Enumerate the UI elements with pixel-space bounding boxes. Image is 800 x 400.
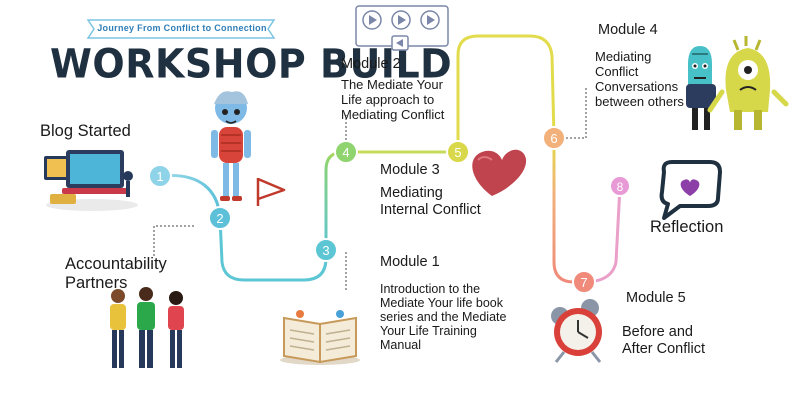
milestone-node-6: 6 bbox=[542, 126, 566, 150]
milestone-desc-6: Mediating Conflict Conversations between… bbox=[595, 49, 684, 109]
milestone-desc-4: The Mediate Your Life approach to Mediat… bbox=[341, 77, 445, 122]
flag-icon bbox=[256, 177, 286, 206]
svg-text:6: 6 bbox=[550, 131, 557, 146]
svg-text:3: 3 bbox=[322, 243, 329, 258]
milestone-label-4: Module 2 bbox=[341, 56, 401, 72]
milestone-node-5: 5 bbox=[446, 140, 470, 164]
svg-text:7: 7 bbox=[580, 275, 587, 290]
path-segment-6 bbox=[552, 138, 584, 284]
milestone-node-8: 8 bbox=[609, 175, 631, 197]
chat-heart-icon bbox=[659, 160, 722, 220]
svg-text:4: 4 bbox=[342, 145, 349, 160]
subtitle-banner bbox=[86, 19, 276, 39]
heart-icon bbox=[472, 149, 527, 196]
path-segment-3 bbox=[324, 150, 345, 250]
milestone-label-1: Blog Started bbox=[40, 122, 131, 140]
milestone-desc-5: Mediating Internal Conflict bbox=[380, 185, 481, 218]
milestone-node-4: 4 bbox=[334, 140, 358, 164]
svg-text:2: 2 bbox=[216, 211, 223, 226]
book-icon bbox=[280, 310, 360, 365]
milestone-label-7: Module 5 bbox=[626, 290, 686, 306]
milestone-label-5: Module 3 bbox=[380, 162, 440, 178]
monsters-icon bbox=[686, 36, 789, 130]
connector-partners bbox=[153, 225, 194, 258]
svg-text:1: 1 bbox=[156, 169, 163, 184]
milestone-label-3: Module 1 bbox=[380, 254, 440, 270]
path-segment-5 bbox=[456, 34, 556, 152]
milestone-desc-7: Before and After Conflict bbox=[622, 324, 705, 357]
path-segment-7 bbox=[583, 185, 622, 284]
milestone-node-2: 2 bbox=[208, 206, 232, 230]
milestone-node-3: 3 bbox=[314, 238, 338, 262]
milestone-label-2: Accountability Partners bbox=[65, 255, 167, 292]
milestone-node-1: 1 bbox=[148, 164, 172, 188]
page-title: WORKSHOP BUILD bbox=[50, 40, 453, 88]
laptop-blog-icon bbox=[44, 150, 138, 211]
character-icon bbox=[211, 91, 251, 201]
milestone-label-6: Module 4 bbox=[598, 22, 658, 38]
path-segment-2 bbox=[218, 217, 328, 282]
people-icon bbox=[110, 287, 184, 368]
milestone-desc-3: Introduction to the Mediate Your life bo… bbox=[380, 282, 507, 352]
milestone-node-7: 7 bbox=[572, 270, 596, 294]
alarm-clock-icon bbox=[551, 299, 602, 363]
svg-text:8: 8 bbox=[617, 180, 624, 194]
svg-text:5: 5 bbox=[454, 145, 461, 160]
video-player-icon bbox=[355, 5, 449, 51]
connector-module4 bbox=[566, 88, 587, 139]
milestone-label-8: Reflection bbox=[650, 218, 724, 236]
subtitle: Journey From Conflict to Connection bbox=[97, 23, 267, 33]
